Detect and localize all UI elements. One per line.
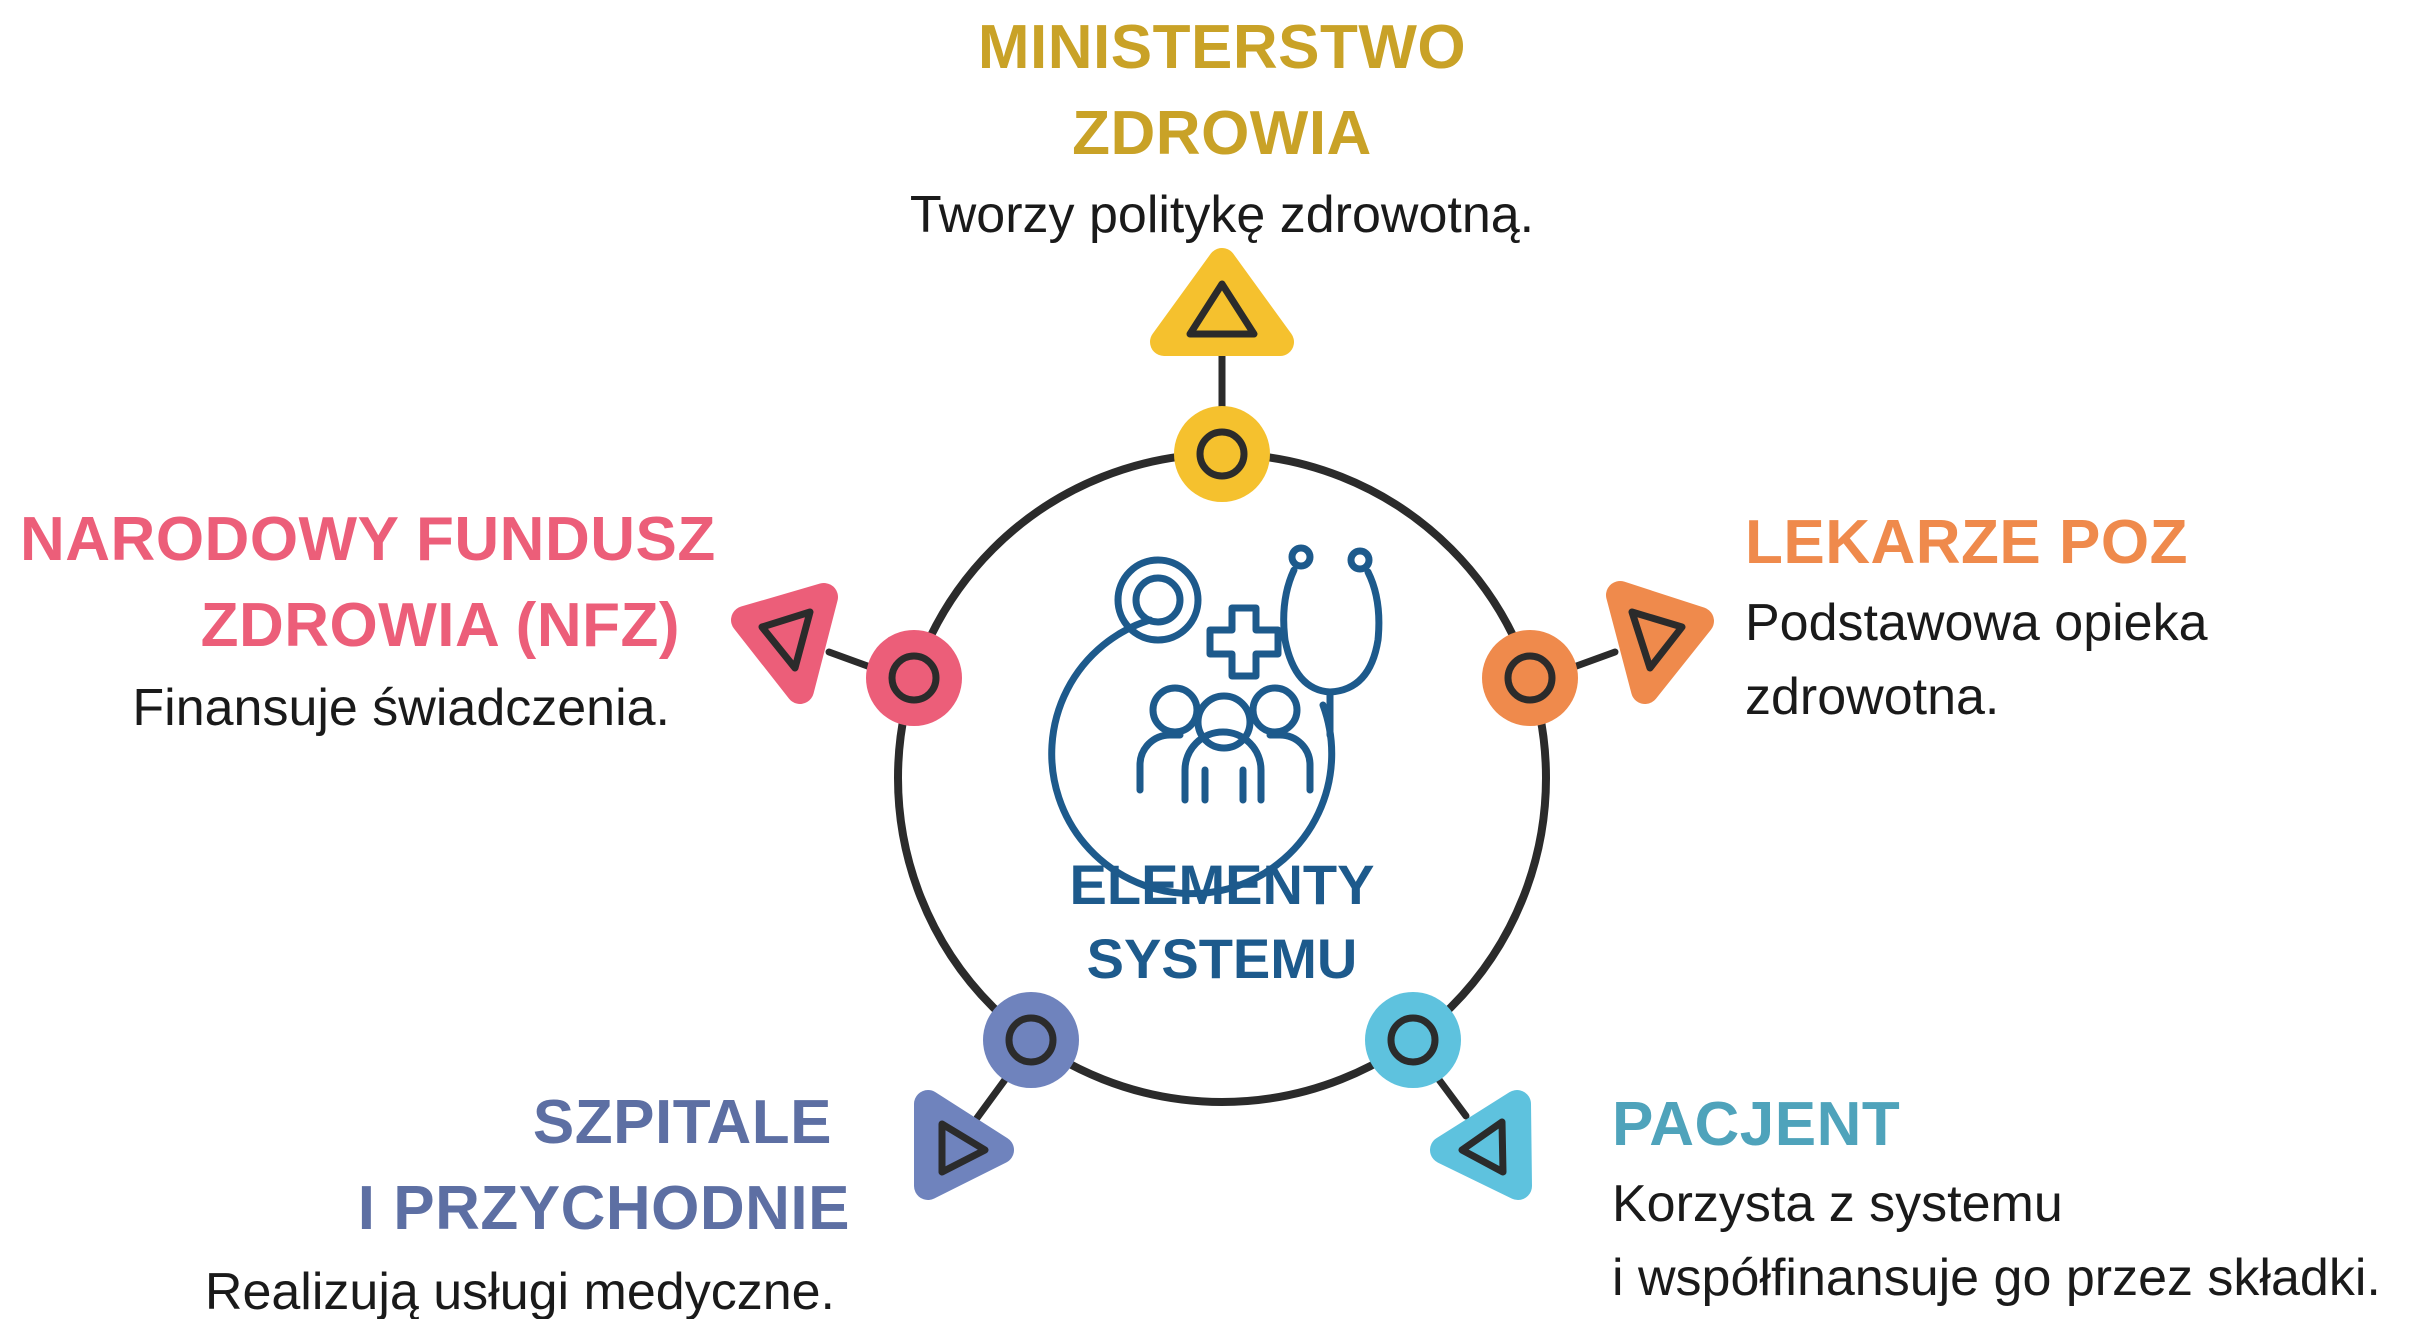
triangle-outline	[1458, 1118, 1507, 1176]
node-title-pacjent: PACJENT	[1612, 1082, 1900, 1168]
node-dot-ministerstwo	[1174, 406, 1270, 502]
triangle-outline	[1628, 608, 1686, 672]
node-title-line: SZPITALE	[532, 1088, 832, 1157]
node-dot-bg	[1365, 992, 1461, 1088]
triangle-icon-lekarze	[1606, 581, 1714, 704]
node-desc-nfz: Finansuje świadczenia.	[20, 671, 670, 745]
node-desc-line: Realizują usługi medyczne.	[204, 1263, 835, 1319]
node-title-szpitale: SZPITALE I PRZYCHODNIE	[200, 1080, 850, 1252]
node-dot-pacjent	[1365, 992, 1461, 1088]
triangle-icon-szpitale	[914, 1090, 1014, 1200]
node-dot-ring	[1387, 1014, 1439, 1066]
node-title-lekarze: LEKARZE POZ	[1745, 500, 2188, 586]
central-ring	[894, 450, 1550, 1106]
connector-szpitale	[973, 1073, 1011, 1122]
node-title-line: MINISTERSTWO	[977, 13, 1467, 82]
triangle-bg	[1430, 1090, 1532, 1200]
node-dot-ring	[1196, 428, 1248, 480]
center-title: ELEMENTY SYSTEMU	[1022, 848, 1422, 996]
connectors	[825, 352, 1619, 1122]
triangle-outline	[938, 1120, 989, 1176]
node-dot-ring	[888, 652, 940, 704]
node-dot-bg	[1482, 630, 1578, 726]
triangle-bg	[1606, 581, 1714, 704]
connector-nfz	[825, 648, 877, 672]
node-dot-ring	[1005, 1014, 1057, 1066]
node-desc-line: i współfinansuje go przez składki.	[1612, 1249, 2381, 1307]
node-dot-szpitale	[983, 992, 1079, 1088]
node-dot-lekarze	[1482, 630, 1578, 726]
center-title-line: SYSTEMU	[1086, 927, 1358, 990]
triangle-icon-pacjent	[1430, 1090, 1532, 1200]
node-title-line: PACJENT	[1612, 1090, 1901, 1159]
node-title-line: I PRZYCHODNIE	[357, 1174, 850, 1243]
triangle-outline	[1186, 280, 1258, 338]
node-dot-bg	[983, 992, 1079, 1088]
node-dot-ring	[1504, 652, 1556, 704]
connector-pacjent	[1433, 1073, 1470, 1120]
center-title-line: ELEMENTY	[1069, 853, 1375, 916]
node-desc-szpitale: Realizują usługi medyczne.	[100, 1255, 835, 1319]
node-dot-bg	[866, 630, 962, 726]
connector-lekarze	[1567, 648, 1619, 672]
node-desc-line: zdrowotna.	[1745, 668, 2000, 726]
node-desc-ministerstwo: Tworzy politykę zdrowotną.	[822, 178, 1622, 252]
node-title-line: LEKARZE POZ	[1745, 508, 2188, 577]
node-desc-line: Korzysta z systemu	[1612, 1175, 2063, 1233]
node-title-line: ZDROWIA (NFZ)	[200, 591, 680, 660]
healthcare-stethoscope-people-icon	[1048, 544, 1383, 898]
triangle-icon-nfz	[731, 583, 838, 704]
node-title-ministerstwo: MINISTERSTWO ZDROWIA	[822, 5, 1622, 177]
triangle-icon-ministerstwo	[1150, 248, 1294, 356]
triangle-bg	[1150, 248, 1294, 356]
node-desc-pacjent: Korzysta z systemu i współfinansuje go p…	[1612, 1167, 2381, 1315]
node-dot-nfz	[866, 630, 962, 726]
node-desc-line: Podstawowa opieka	[1745, 594, 2208, 652]
node-dot-bg	[1174, 406, 1270, 502]
node-desc-line: Finansuje świadczenia.	[132, 679, 670, 737]
node-title-nfz: NARODOWY FUNDUSZ ZDROWIA (NFZ)	[20, 497, 716, 669]
node-title-line: ZDROWIA	[1072, 99, 1372, 168]
node-desc-lekarze: Podstawowa opieka zdrowotna.	[1745, 586, 2208, 734]
node-desc-line: Tworzy politykę zdrowotną.	[909, 186, 1535, 244]
node-title-line: NARODOWY FUNDUSZ	[20, 505, 716, 574]
triangle-outline	[758, 608, 814, 672]
